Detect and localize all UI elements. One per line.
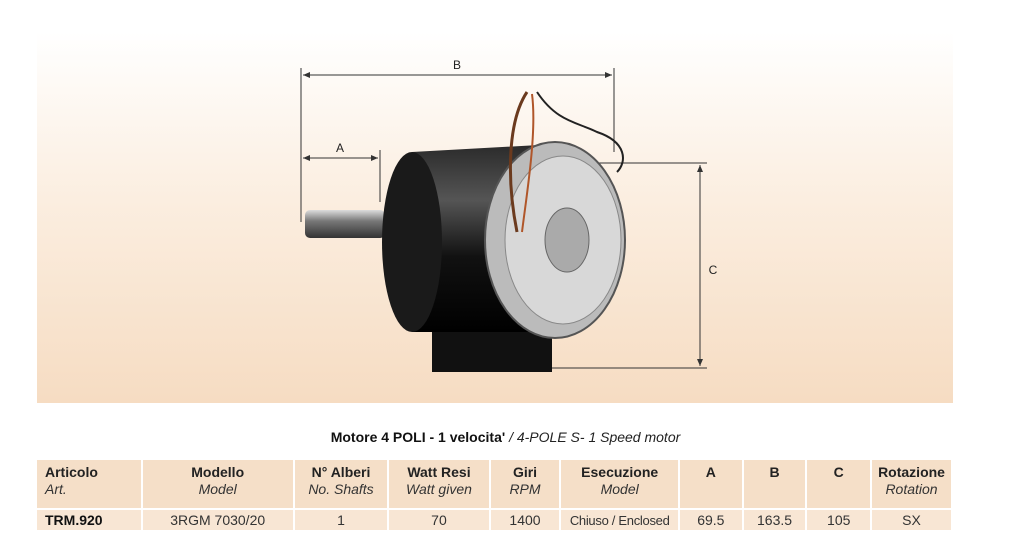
title-italian: Motore 4 POLI - 1 velocita' [330, 429, 506, 445]
cell-b: 163.5 [743, 510, 806, 530]
table-row: TRM.920 3RGM 7030/20 1 70 1400 Chiuso / … [37, 510, 951, 530]
cell-watt: 70 [389, 510, 489, 530]
dimension-a [303, 150, 381, 202]
title-separator: / [509, 429, 513, 445]
dim-b-label: B [453, 58, 461, 72]
cell-c: 105 [807, 510, 871, 530]
motor-dimension-diagram: B A C [300, 58, 718, 372]
header-b: B [743, 460, 806, 508]
cell-giri: 1400 [490, 510, 560, 530]
title-english: 4-POLE S- 1 Speed motor [516, 429, 681, 445]
dimension-b [300, 68, 615, 222]
table-title: Motore 4 POLI - 1 velocita' / 4-POLE S- … [0, 429, 1011, 445]
header-c: C [807, 460, 871, 508]
dim-c-label: C [709, 263, 718, 277]
cell-rotazione: SX [872, 510, 951, 530]
cell-articolo: TRM.920 [37, 510, 141, 530]
cell-alberi: 1 [294, 510, 388, 530]
cell-esecuzione: Chiuso / Enclosed [561, 510, 678, 530]
dim-a-label: A [336, 141, 344, 155]
motor-image [305, 91, 626, 372]
cell-modello: 3RGM 7030/20 [142, 510, 293, 530]
header-a: A [680, 460, 742, 508]
product-image-panel: B A C [37, 32, 953, 403]
dimension-c [547, 162, 707, 369]
cell-a: 69.5 [680, 510, 742, 530]
